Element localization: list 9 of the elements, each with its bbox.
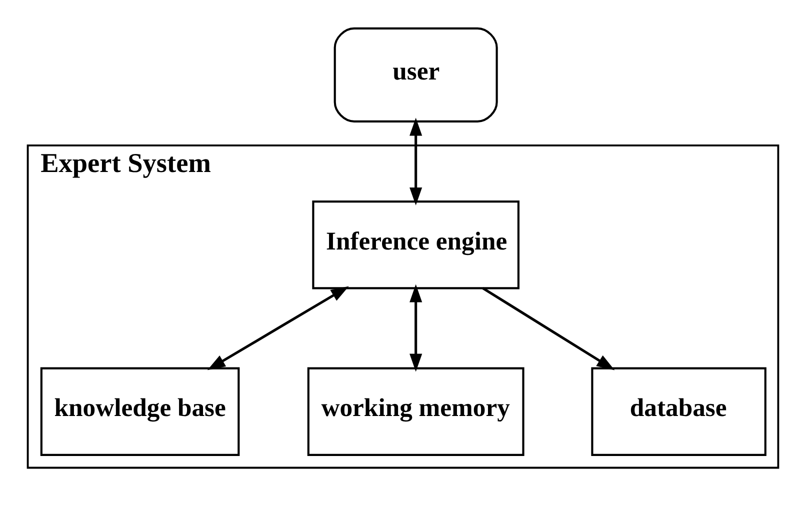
node-box: user — [334, 26, 498, 122]
arrow — [482, 286, 615, 370]
arrow — [207, 286, 349, 370]
node-box: Inference engine — [312, 200, 520, 289]
node-box: database — [591, 366, 766, 456]
arrow — [410, 284, 422, 372]
node-box: knowledge base — [40, 366, 240, 456]
node-box: working memory — [307, 366, 524, 456]
arrow — [410, 117, 422, 205]
